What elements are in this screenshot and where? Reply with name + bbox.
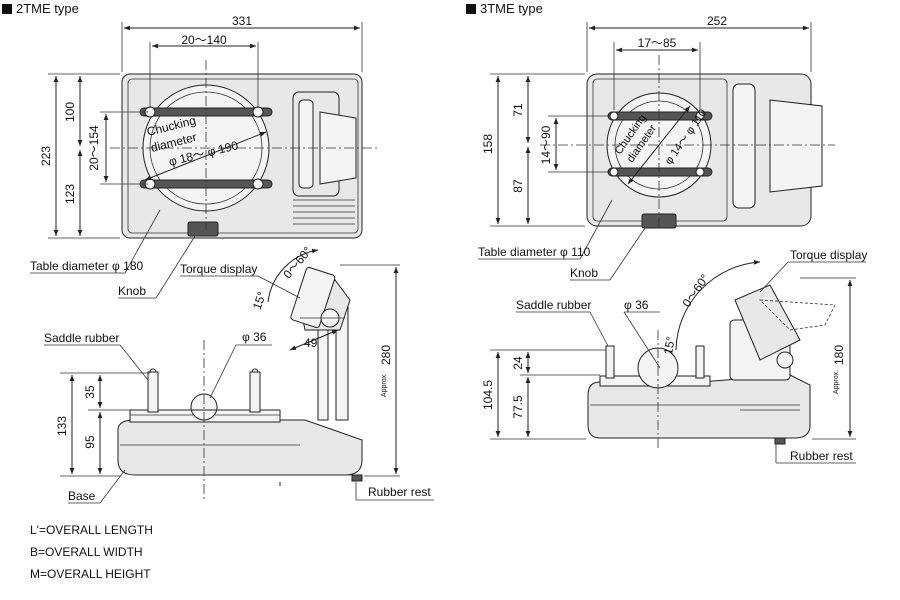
left-approx: Approx. xyxy=(381,373,388,397)
left-dim-223: 223 xyxy=(39,146,53,166)
legend-length: L'=OVERALL LENGTH xyxy=(30,523,153,537)
left-saddle-rubber-label: Saddle rubber xyxy=(44,331,119,345)
left-table-diameter-label: Table diameter φ 180 xyxy=(30,259,144,273)
right-side-view xyxy=(587,284,836,450)
left-knob-label: Knob xyxy=(118,284,146,298)
right-dim-158: 158 xyxy=(481,134,495,154)
left-dim-100: 100 xyxy=(63,102,77,122)
left-dim-20-140: 20～140 xyxy=(181,33,227,47)
left-dim-35: 35 xyxy=(83,385,97,399)
right-torque-display-label: Torque display xyxy=(790,248,867,262)
left-dim-123: 123 xyxy=(63,184,77,204)
left-side-view xyxy=(117,266,363,500)
right-angle-range: 0～60° xyxy=(680,271,713,309)
left-rubber-rest-label: Rubber rest xyxy=(368,485,431,499)
legend-height: M=OVERALL HEIGHT xyxy=(30,567,151,581)
right-angle-15: 15° xyxy=(661,335,678,356)
left-dim-280: 280 xyxy=(379,345,393,365)
title-marker-icon xyxy=(466,3,476,14)
right-phi-36: φ 36 xyxy=(624,298,649,312)
right-dim-17-85: 17～85 xyxy=(638,36,677,50)
right-dim-71: 71 xyxy=(511,103,525,117)
right-dim-87: 87 xyxy=(511,179,525,193)
left-side-dims: 133 35 95 280 Approx. 49 15° 0～60° φ 36 … xyxy=(44,244,434,504)
left-base-label: Base xyxy=(68,489,96,503)
left-dim-20-154: 20～154 xyxy=(87,125,101,171)
right-saddle-rubber-label: Saddle rubber xyxy=(516,298,591,312)
right-rubber-rest-label: Rubber rest xyxy=(790,449,853,463)
right-dim-180: 180 xyxy=(832,345,846,365)
right-dim-77-5: 77.5 xyxy=(511,395,525,419)
right-dim-252: 252 xyxy=(707,14,727,28)
right-approx: Approx. xyxy=(833,370,840,394)
left-angle-15: 15° xyxy=(250,290,269,312)
title-marker-icon xyxy=(2,3,12,14)
right-dim-104-5: 104.5 xyxy=(481,380,495,410)
left-dim-95: 95 xyxy=(83,435,97,449)
right-title: 3TME type xyxy=(466,1,543,16)
right-dim-24: 24 xyxy=(511,356,525,370)
left-dim-331: 331 xyxy=(232,14,252,28)
right-table-diameter-label: Table diameter φ 110 xyxy=(478,245,591,259)
right-knob-label: Knob xyxy=(570,266,598,280)
left-title: 2TME type xyxy=(2,1,79,16)
left-dim-49: 49 xyxy=(304,336,318,350)
left-torque-display-label: Torque display xyxy=(180,262,257,276)
left-dim-133: 133 xyxy=(55,416,69,436)
legend-width: B=OVERALL WIDTH xyxy=(30,545,143,559)
left-phi-36: φ 36 xyxy=(242,330,267,344)
left-top-knob xyxy=(187,221,219,237)
right-dim-14-90: 14～90 xyxy=(539,125,553,164)
